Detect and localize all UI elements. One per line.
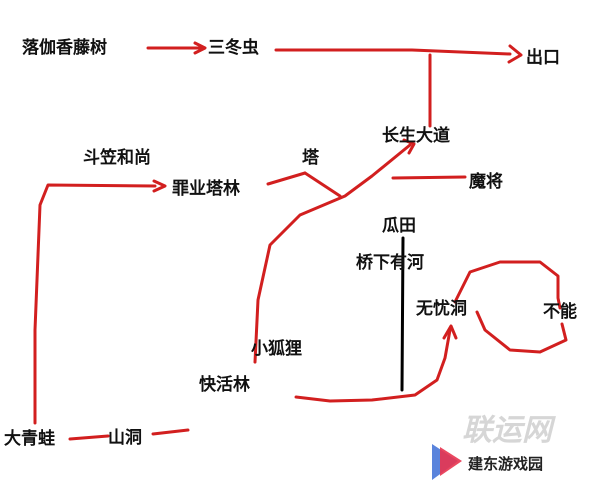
path-buneng-loop-return (475, 310, 568, 354)
arrowhead-sandong (193, 41, 207, 55)
node-qiaoxia: 桥下有河 (356, 253, 424, 273)
path-daqingwa-to-zuiye (33, 183, 157, 425)
path-kuaihuo-to-wuyou (294, 328, 452, 403)
arrowhead-chukou (507, 44, 523, 64)
node-shandong: 山洞 (108, 428, 142, 448)
node-zuiye: 罪业塔林 (172, 179, 240, 199)
node-ta: 塔 (302, 148, 319, 168)
node-chukou: 出口 (526, 48, 560, 68)
arrowhead-zuiye (152, 179, 167, 193)
path-wuyou-loop (453, 260, 562, 310)
path-shandong-right (151, 428, 190, 436)
path-ta-branch (266, 171, 307, 186)
node-guatian: 瓜田 (382, 216, 416, 236)
node-douli: 斗笠和尚 (83, 148, 151, 168)
node-buneng: 不能 (543, 302, 577, 322)
watermark-logo-text: 建东游戏园 (468, 455, 544, 473)
river-divider-line (400, 236, 405, 392)
path-mojiang-branch (391, 175, 467, 180)
path-kuaihuo-to-changsheng (253, 143, 412, 364)
arrowhead-changsheng (402, 138, 416, 155)
path-sandong-to-chukou (274, 48, 512, 56)
path-ta-branch2 (303, 171, 342, 198)
watermark-text: 联运网 (462, 413, 552, 448)
node-mojiang: 魔将 (469, 172, 503, 192)
node-luojia: 落伽香藤树 (22, 38, 107, 58)
path-daqingwa-shandong (68, 434, 110, 441)
node-sandong: 三冬虫 (208, 38, 259, 58)
arrowhead-wuyou (442, 324, 458, 340)
node-wuyou: 无忧洞 (416, 299, 467, 319)
node-kuaihuo: 快活林 (199, 375, 250, 395)
node-daqingwa: 大青蛙 (4, 429, 55, 449)
node-xiaohuli: 小狐狸 (251, 339, 302, 359)
node-changsheng: 长生大道 (382, 126, 450, 146)
watermark-logo-icon (432, 444, 462, 480)
